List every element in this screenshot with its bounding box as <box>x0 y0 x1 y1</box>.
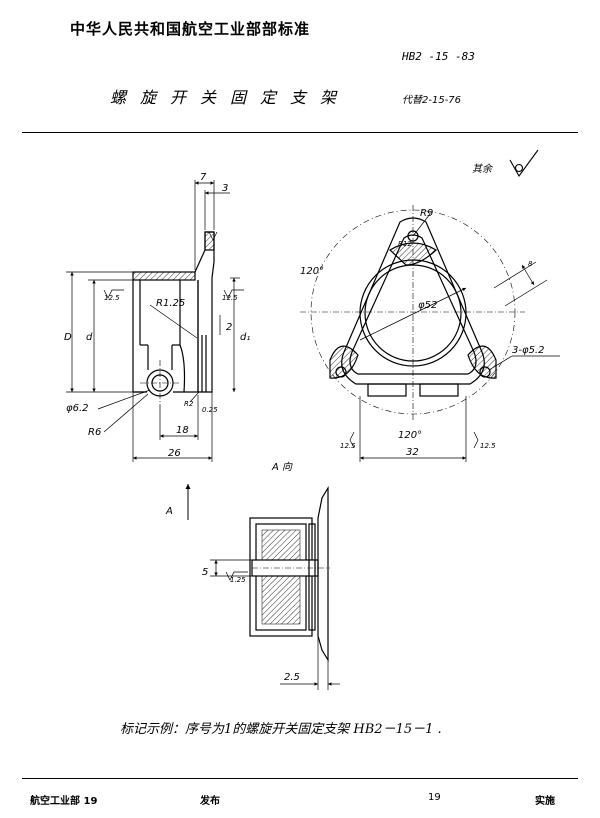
dim-18: 18 <box>176 425 189 436</box>
standard-number: HB2 -15 -83 <box>402 50 475 63</box>
dim-120-top: 120° <box>300 266 324 277</box>
dim-2: 2 <box>226 322 232 333</box>
footer-issuer: 航空工业部 19 <box>30 796 98 807</box>
dim-r9: R9 <box>420 208 433 219</box>
dim-5: 5 <box>202 567 208 578</box>
dim-r6: R6 <box>88 427 101 438</box>
roughness-marks-front <box>349 431 479 449</box>
footer-divider <box>22 778 578 779</box>
footer-publish: 发布 <box>200 796 220 807</box>
roughness-marks-side <box>103 231 244 299</box>
side-view <box>132 231 215 405</box>
side-view-dimensions <box>66 180 240 462</box>
front-view <box>300 205 525 420</box>
dim-3: 3 <box>222 183 228 194</box>
dim-D: D <box>64 332 72 343</box>
dim-0-25: 0.25 <box>202 406 218 414</box>
arrow-label-a: A <box>165 506 173 517</box>
dim-d1: d₁ <box>240 332 250 343</box>
dim-32: 32 <box>406 447 419 458</box>
a-view <box>249 485 330 663</box>
dim-26: 26 <box>168 448 181 459</box>
roughness-note: 其余 <box>472 163 494 175</box>
dim-r1-25: R1.25 <box>156 298 185 309</box>
dim-120-bot: 120° <box>398 430 422 441</box>
a-view-dimensions <box>210 559 340 690</box>
dim-7: 7 <box>200 172 207 183</box>
roughness-symbol-icon <box>509 149 539 178</box>
dim-d: d <box>86 332 93 343</box>
dim-phi52: φ52 <box>418 300 437 311</box>
roughness-label-1: 12.5 <box>104 294 120 302</box>
roughness-label-4: 12.5 <box>480 442 496 450</box>
view-label-a: A 向 <box>271 461 293 473</box>
footer-implement: 实施 <box>535 796 555 807</box>
dim-8: 8 <box>528 260 533 268</box>
marking-example: 标记示例：序号为1的螺旋开关固定支架 HB2－15－1 . <box>120 722 442 737</box>
roughness-label-3: 12.5 <box>340 442 356 450</box>
dim-2-5: 2.5 <box>284 672 300 683</box>
replaces-note: 代替2-15-76 <box>402 95 462 106</box>
dim-1-25-b: 1.25 <box>230 576 246 584</box>
footer-year: 19 <box>428 792 441 803</box>
dim-holes: 3-φ5.2 <box>512 345 544 356</box>
roughness-label-2: 12.5 <box>222 294 238 302</box>
header-divider <box>22 132 578 133</box>
dim-r12: R12 <box>398 240 412 248</box>
organization-title: 中华人民共和国航空工业部部标准 <box>70 20 311 38</box>
dim-r2: R2 <box>184 400 194 408</box>
front-view-dimensions <box>359 213 560 462</box>
page-title: 螺旋开关固定支架 <box>110 88 351 107</box>
dim-phi6-2: φ6.2 <box>66 403 89 414</box>
